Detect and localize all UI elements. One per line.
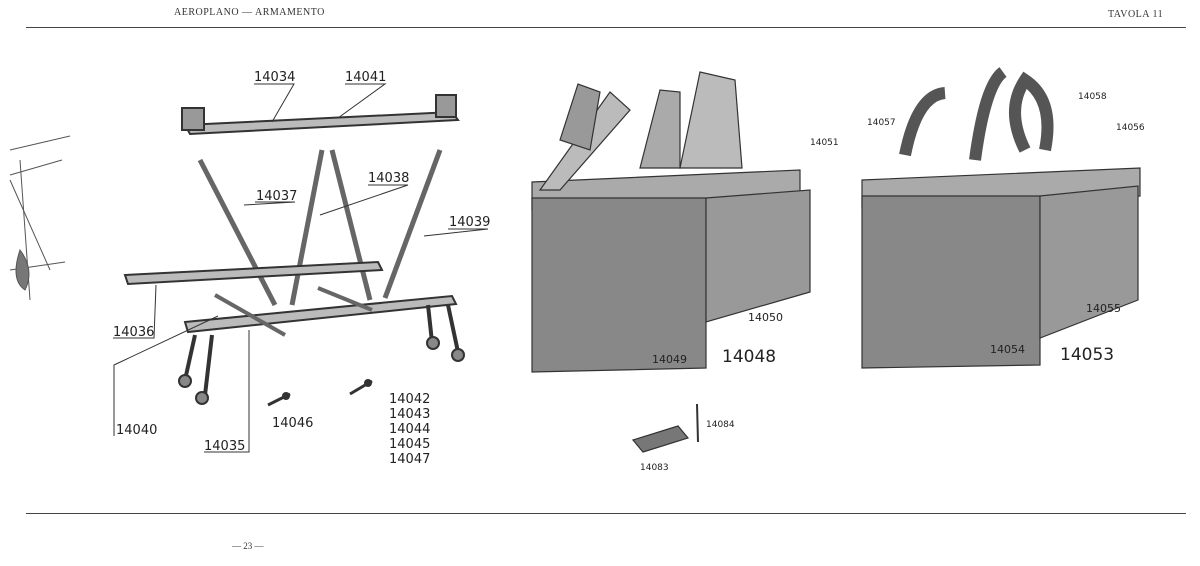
radiator-14048-drawing xyxy=(531,71,811,373)
part-label-14049: 14049 xyxy=(652,353,687,366)
part-label-14038: 14038 xyxy=(368,171,410,186)
part-label-14083: 14083 xyxy=(640,463,669,473)
part-label-14034: 14034 xyxy=(254,70,296,85)
part-label-14046: 14046 xyxy=(272,416,314,431)
part-label-14084: 14084 xyxy=(706,420,735,430)
part-label-14055: 14055 xyxy=(1086,302,1121,315)
radiator-14053-drawing xyxy=(861,67,1141,369)
page-number: — 23 — xyxy=(232,541,264,551)
part-label-14040: 14040 xyxy=(116,423,158,438)
bottom-rule xyxy=(26,513,1186,514)
part-group-item: 14043 xyxy=(389,407,431,422)
part-label-14057: 14057 xyxy=(867,118,896,128)
part-label-14058: 14058 xyxy=(1078,92,1107,102)
plate-number: TAVOLA 11 xyxy=(1108,9,1164,20)
part-label-14053: 14053 xyxy=(1060,345,1115,365)
part-group-item: 14042 xyxy=(389,392,431,407)
part-label-14050: 14050 xyxy=(748,311,783,324)
part-label-14037: 14037 xyxy=(256,189,298,204)
part-group-list: 14042 14043 14044 14045 14047 xyxy=(389,392,430,467)
leader-lines xyxy=(113,83,489,453)
gun-mount-drawing xyxy=(123,94,465,407)
part-label-14048: 14048 xyxy=(722,347,777,367)
part-label-14051: 14051 xyxy=(810,138,839,148)
top-rule xyxy=(26,27,1186,28)
document-title: AEROPLANO — ARMAMENTO xyxy=(174,7,325,18)
part-group-item: 14047 xyxy=(389,452,431,467)
part-group-item: 14044 xyxy=(389,422,431,437)
part-label-14054: 14054 xyxy=(990,343,1025,356)
previous-plate-fragment xyxy=(9,135,71,301)
part-label-14056: 14056 xyxy=(1116,123,1145,133)
part-label-14039: 14039 xyxy=(449,215,491,230)
part-group-item: 14045 xyxy=(389,437,431,452)
part-label-14041: 14041 xyxy=(345,70,387,85)
part-label-14035: 14035 xyxy=(204,439,246,454)
accessory-drawings xyxy=(631,403,699,453)
part-label-14036: 14036 xyxy=(113,325,155,340)
